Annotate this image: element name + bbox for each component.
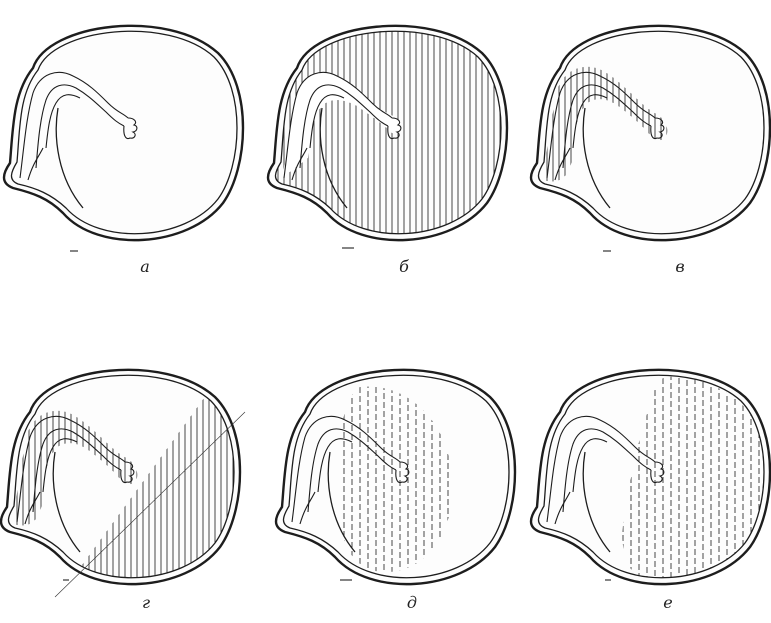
caption-b: б bbox=[399, 257, 409, 276]
panel-b bbox=[268, 0, 512, 258]
panel-a bbox=[4, 26, 243, 251]
panel-v bbox=[531, 0, 771, 258]
caption-e: е bbox=[663, 593, 672, 612]
panel-e bbox=[531, 342, 771, 602]
caption-g: г bbox=[142, 593, 150, 612]
caption-v: в bbox=[675, 257, 684, 276]
panel-d bbox=[276, 342, 520, 602]
panel-g bbox=[1, 342, 245, 602]
caption-d: д bbox=[407, 593, 417, 612]
caption-a: а bbox=[140, 257, 150, 276]
